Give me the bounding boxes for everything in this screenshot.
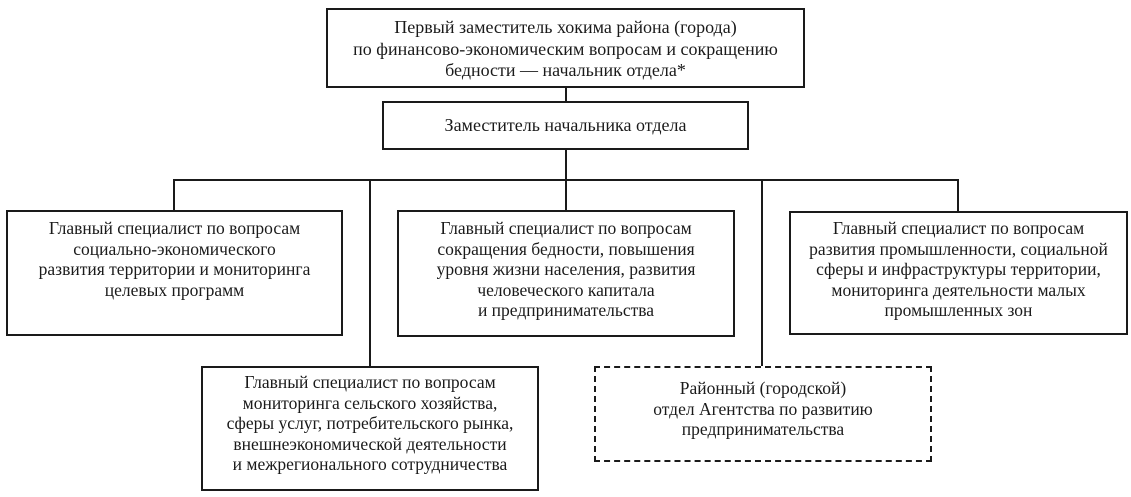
node-head-line: Первый заместитель хокима района (города… (394, 17, 737, 37)
node-head-line: бедности — начальник отдела* (445, 60, 686, 80)
node-line: человеческого капитала (477, 279, 655, 300)
node-line: социально-экономического (73, 238, 276, 259)
node-spec-agriculture: Главный специалист по вопросам мониторин… (201, 366, 539, 491)
node-line: развития промышленности, социальной (809, 238, 1108, 259)
node-deputy: Заместитель начальника отдела (382, 101, 749, 150)
node-line: мониторинга сельского хозяйства, (242, 392, 498, 413)
node-line: внешнеэкономической деятельности (233, 433, 507, 454)
node-spec-socio-economic: Главный специалист по вопросам социально… (6, 210, 343, 336)
node-spec-poverty: Главный специалист по вопросам сокращени… (397, 210, 735, 337)
connector-to-agency-office (761, 179, 763, 367)
connector-to-agriculture (369, 179, 371, 367)
node-line: развития территории и мониторинга (38, 259, 311, 279)
node-line: и предпринимательства (477, 300, 655, 320)
node-line: целевых программ (104, 279, 245, 300)
node-deputy-line: Заместитель начальника отдела (444, 115, 687, 136)
node-line: предпринимательства (681, 419, 845, 439)
node-line: Главный специалист по вопросам (440, 218, 692, 238)
connector-to-socio-economic (173, 179, 175, 211)
node-head: Первый заместитель хокима района (города… (326, 8, 805, 88)
node-agency-office: Районный (городской) отдел Агентства по … (594, 366, 932, 462)
node-head-line: по финансово-экономическим вопросам и со… (353, 38, 778, 59)
node-line: мониторинга деятельности малых (831, 279, 1086, 300)
node-line: сферы услуг, потребительского рынка, (226, 413, 514, 433)
node-spec-industry: Главный специалист по вопросам развития … (789, 211, 1128, 335)
connector-head-to-deputy (565, 87, 567, 102)
node-line: сферы и инфраструктуры территории, (816, 259, 1101, 279)
node-line: и межрегионального сотрудничества (232, 454, 508, 474)
node-line: промышленных зон (884, 300, 1033, 320)
node-line: Главный специалист по вопросам (244, 372, 496, 392)
node-line: уровня жизни населения, развития (436, 259, 696, 279)
node-line: отдел Агентства по развитию (653, 398, 873, 419)
node-line: Главный специалист по вопросам (48, 218, 301, 238)
node-line: сокращения бедности, повышения (437, 238, 695, 259)
node-line: Районный (городской) (679, 378, 847, 398)
connector-to-industry (957, 179, 959, 212)
node-line: Главный специалист по вопросам (832, 218, 1085, 238)
connector-horizontal-bus (173, 179, 959, 181)
